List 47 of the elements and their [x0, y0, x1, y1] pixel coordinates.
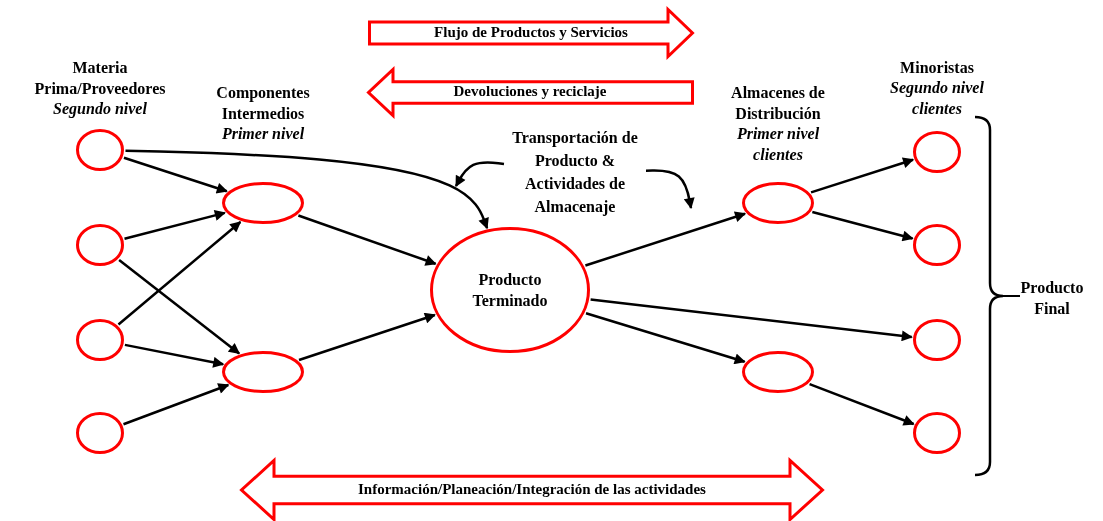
empty-ellipse [76, 129, 124, 171]
arrow [297, 214, 437, 266]
empty-ellipse [742, 182, 814, 224]
empty-ellipse [76, 412, 124, 454]
arrow [118, 258, 240, 355]
column-heading: Componentes Intermedios [215, 83, 311, 124]
column-heading: Minoristas [899, 58, 975, 78]
node-label: Producto Terminado [471, 270, 549, 311]
tier-subtitle: Segundo nivel [52, 99, 148, 119]
arrow [585, 211, 747, 267]
annotation-text: Transportación de Producto & Actividades de Almacenaje [511, 128, 639, 218]
arrow [812, 210, 914, 242]
double-block-arrow [240, 459, 824, 521]
empty-ellipse [222, 351, 304, 393]
arrow-label: Devoluciones y reciclaje [452, 82, 608, 101]
empty-ellipse [913, 319, 961, 361]
arrow [590, 298, 913, 342]
arrow-label: Información/Planeación/Integración de las actividades [357, 480, 707, 499]
arrow-label: Flujo de Productos y Servicios [433, 23, 629, 42]
arrow [123, 156, 228, 194]
arrow [809, 382, 915, 426]
arrow [298, 312, 436, 362]
column-heading: Producto Final [1019, 278, 1085, 319]
empty-ellipse [742, 351, 814, 393]
block-arrow [368, 8, 694, 58]
ellipse-node [430, 227, 590, 353]
arrow [810, 157, 915, 194]
empty-ellipse [222, 182, 304, 224]
empty-ellipse [913, 131, 961, 173]
column-heading: Almacenes de Distribución [730, 83, 826, 124]
tier-subtitle: Segundo nivel clientes [889, 78, 985, 119]
arrow [585, 312, 746, 365]
block-arrow [366, 67, 694, 117]
tier-subtitle: Primer nivel [220, 124, 306, 144]
arrow [454, 161, 505, 187]
empty-ellipse [913, 224, 961, 266]
arrow [117, 221, 242, 326]
empty-ellipse [76, 319, 124, 361]
arrow [645, 169, 695, 210]
tier-subtitle: Primer nivel clientes [735, 124, 821, 165]
arrow [123, 383, 230, 426]
empty-ellipse [76, 224, 124, 266]
column-heading: Materia Prima/Proveedores [33, 58, 167, 99]
empty-ellipse [913, 412, 961, 454]
arrow [124, 343, 225, 368]
arrow [125, 149, 489, 230]
arrow [124, 210, 226, 240]
